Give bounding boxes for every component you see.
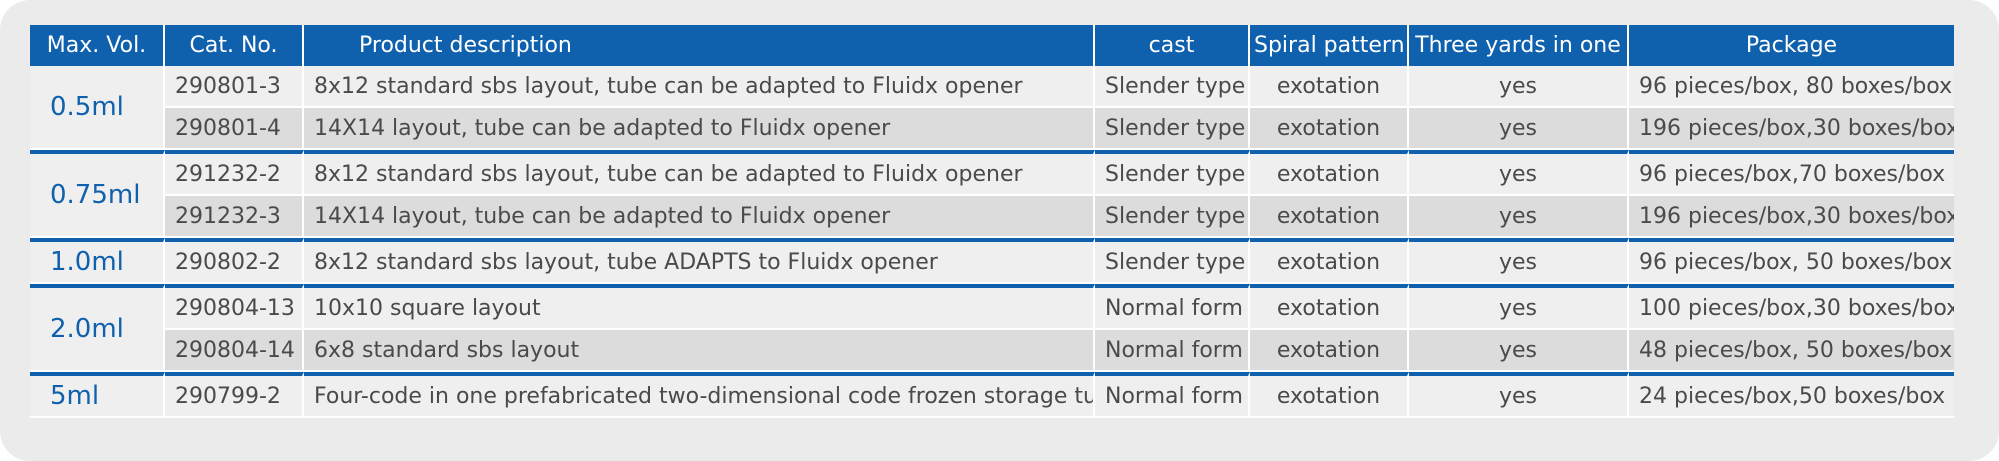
three-in-one-cell: yes — [1409, 330, 1629, 372]
spiral-cell: exotation — [1250, 284, 1409, 330]
table-row: 1.0ml 290802-2 8x12 standard sbs layout,… — [30, 238, 1954, 284]
description-cell: 14X14 layout, tube can be adapted to Flu… — [304, 108, 1095, 150]
description-cell: 8x12 standard sbs layout, tube can be ad… — [304, 150, 1095, 196]
cast-cell: Slender type — [1095, 196, 1250, 238]
volume-cell: 2.0ml — [30, 284, 165, 372]
description-cell: 14X14 layout, tube can be adapted to Flu… — [304, 196, 1095, 238]
table-row: 2.0ml 290804-13 10x10 square layout Norm… — [30, 284, 1954, 372]
volume-cell: 0.5ml — [30, 66, 165, 150]
description-cell: 10x10 square layout — [304, 284, 1095, 330]
three-in-one-cell: yes — [1409, 150, 1629, 196]
package-cell: 196 pieces/box,30 boxes/box — [1629, 196, 1954, 238]
header-row: Max. Vol. Cat. No. Product description c… — [30, 25, 1954, 66]
spiral-cell: exotation — [1250, 108, 1409, 150]
package-cell: 96 pieces/box, 50 boxes/box — [1629, 238, 1954, 284]
volume-cell: 0.75ml — [30, 150, 165, 238]
three-in-one-cell: yes — [1409, 238, 1629, 284]
header-cast: cast — [1095, 25, 1250, 66]
cat-no-cell: 290801-3 — [165, 66, 304, 108]
cat-no-cell: 291232-3 — [165, 196, 304, 238]
product-table: Max. Vol. Cat. No. Product description c… — [30, 25, 1954, 418]
description-cell: Four-code in one prefabricated two-dimen… — [304, 372, 1095, 418]
header-max-vol: Max. Vol. — [30, 25, 165, 66]
cat-no-cell: 290804-14 — [165, 330, 304, 372]
spiral-cell: exotation — [1250, 372, 1409, 418]
cast-cell: Normal form — [1095, 372, 1250, 418]
package-cell: 48 pieces/box, 50 boxes/box — [1629, 330, 1954, 372]
table-row: 5ml 290799-2 Four-code in one prefabrica… — [30, 372, 1954, 418]
table-row: 291232-3 14X14 layout, tube can be adapt… — [30, 196, 1954, 238]
cat-no-cell: 291232-2 — [165, 150, 304, 196]
three-in-one-cell: yes — [1409, 284, 1629, 330]
header-cat-no: Cat. No. — [165, 25, 304, 66]
three-in-one-cell: yes — [1409, 372, 1629, 418]
spiral-cell: exotation — [1250, 238, 1409, 284]
header-three-yards: Three yards in one — [1409, 25, 1629, 66]
volume-cell: 5ml — [30, 372, 165, 418]
cast-cell: Normal form — [1095, 330, 1250, 372]
header-package: Package — [1629, 25, 1954, 66]
cast-cell: Normal form — [1095, 284, 1250, 330]
package-cell: 100 pieces/box,30 boxes/box — [1629, 284, 1954, 330]
description-cell: 8x12 standard sbs layout, tube can be ad… — [304, 66, 1095, 108]
cat-no-cell: 290802-2 — [165, 238, 304, 284]
description-cell: 8x12 standard sbs layout, tube ADAPTS to… — [304, 238, 1095, 284]
spiral-cell: exotation — [1250, 150, 1409, 196]
spiral-cell: exotation — [1250, 196, 1409, 238]
package-cell: 96 pieces/box, 80 boxes/box — [1629, 66, 1954, 108]
description-cell: 6x8 standard sbs layout — [304, 330, 1095, 372]
three-in-one-cell: yes — [1409, 108, 1629, 150]
cat-no-cell: 290801-4 — [165, 108, 304, 150]
spiral-cell: exotation — [1250, 330, 1409, 372]
cast-cell: Slender type — [1095, 66, 1250, 108]
package-cell: 196 pieces/box,30 boxes/box — [1629, 108, 1954, 150]
package-cell: 24 pieces/box,50 boxes/box — [1629, 372, 1954, 418]
table-row: 290801-4 14X14 layout, tube can be adapt… — [30, 108, 1954, 150]
package-cell: 96 pieces/box,70 boxes/box — [1629, 150, 1954, 196]
cast-cell: Slender type — [1095, 238, 1250, 284]
cat-no-cell: 290799-2 — [165, 372, 304, 418]
volume-cell: 1.0ml — [30, 238, 165, 284]
spiral-cell: exotation — [1250, 66, 1409, 108]
cast-cell: Slender type — [1095, 108, 1250, 150]
header-description: Product description — [304, 25, 1095, 66]
cat-no-cell: 290804-13 — [165, 284, 304, 330]
cast-cell: Slender type — [1095, 150, 1250, 196]
table-row: 290804-14 6x8 standard sbs layout Normal… — [30, 330, 1954, 372]
three-in-one-cell: yes — [1409, 66, 1629, 108]
three-in-one-cell: yes — [1409, 196, 1629, 238]
table-row: 0.5ml 290801-3 8x12 standard sbs layout,… — [30, 66, 1954, 150]
table-row: 0.75ml 291232-2 8x12 standard sbs layout… — [30, 150, 1954, 238]
header-spiral-pattern: Spiral pattern — [1250, 25, 1409, 66]
